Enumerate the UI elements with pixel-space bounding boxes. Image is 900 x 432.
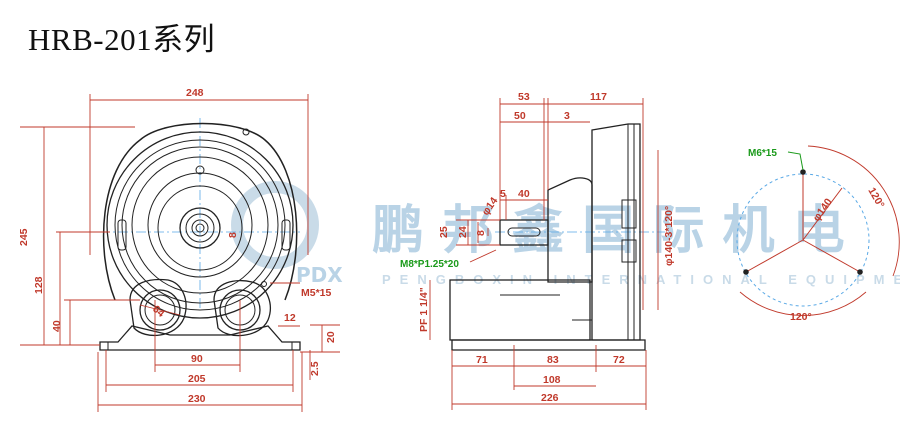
dim-3: 3 bbox=[564, 110, 570, 122]
front-view bbox=[99, 118, 301, 351]
watermark-logo-text: PDX bbox=[296, 263, 343, 287]
bolt-hole-left bbox=[743, 269, 749, 275]
dim-overall-width: 248 bbox=[186, 87, 204, 99]
dim-base-width: 230 bbox=[188, 393, 206, 405]
dim-hole-spacing: 90 bbox=[191, 353, 203, 365]
dim-base-height: 40 bbox=[51, 320, 63, 332]
dim-pcd: φ140-3*120° bbox=[663, 206, 675, 266]
front-view-dimension-labels: 248 245 128 40 64 8 M5*15 12 20 2.5 90 2… bbox=[18, 87, 337, 405]
dim-plate: 2.5 bbox=[309, 361, 321, 376]
dim-25: 25 bbox=[438, 226, 450, 238]
watermark-en: PENGBOXIN INTERNATIONAL EQUIPMENT bbox=[382, 272, 900, 287]
dim-pipe: PF 1 1/4" bbox=[418, 287, 430, 332]
dim-bottom-108: 108 bbox=[543, 374, 561, 386]
dim-8: 8 bbox=[475, 230, 487, 236]
callout-flange-screw: M6*15 bbox=[748, 148, 777, 159]
dim-angle-bottom: 120° bbox=[790, 311, 812, 323]
dim-5: 5 bbox=[500, 188, 506, 200]
dim-overall-height: 245 bbox=[18, 228, 30, 246]
dim-foot-height: 20 bbox=[325, 331, 337, 343]
dim-center-height: 128 bbox=[33, 276, 45, 294]
dim-bottom-226: 226 bbox=[541, 392, 559, 404]
front-view-dimensions bbox=[20, 94, 340, 412]
bolt-hole-right bbox=[857, 269, 863, 275]
dim-mount-screw: M5*15 bbox=[301, 287, 332, 299]
dim-53: 53 bbox=[518, 91, 530, 103]
dim-bottom-83: 83 bbox=[547, 354, 559, 366]
dim-foot-thickness: 12 bbox=[284, 312, 296, 324]
dim-117: 117 bbox=[590, 91, 607, 103]
dim-bottom-72: 72 bbox=[613, 354, 625, 366]
dim-40: 40 bbox=[518, 188, 530, 200]
dim-bottom-71: 71 bbox=[476, 354, 488, 366]
side-view bbox=[449, 123, 665, 351]
watermark-cn: 鹏 邦 鑫 国 际 机 电 bbox=[372, 201, 845, 261]
side-view-dimensions bbox=[429, 98, 659, 410]
dim-shaft-size: 8 bbox=[227, 232, 239, 238]
dim-24: 24 bbox=[457, 226, 469, 238]
dim-50: 50 bbox=[514, 110, 526, 122]
page-title: HRB-201系列 bbox=[28, 22, 216, 57]
callout-thread: M8*P1.25*20 bbox=[400, 259, 459, 270]
watermark-logo: PDX bbox=[231, 181, 343, 287]
dim-base-hole-span: 205 bbox=[188, 373, 206, 385]
watermark: PDX 鹏 邦 鑫 国 际 机 电 PENGBOXIN INTERNATIONA… bbox=[231, 181, 900, 287]
bolt-hole-top bbox=[800, 169, 806, 175]
